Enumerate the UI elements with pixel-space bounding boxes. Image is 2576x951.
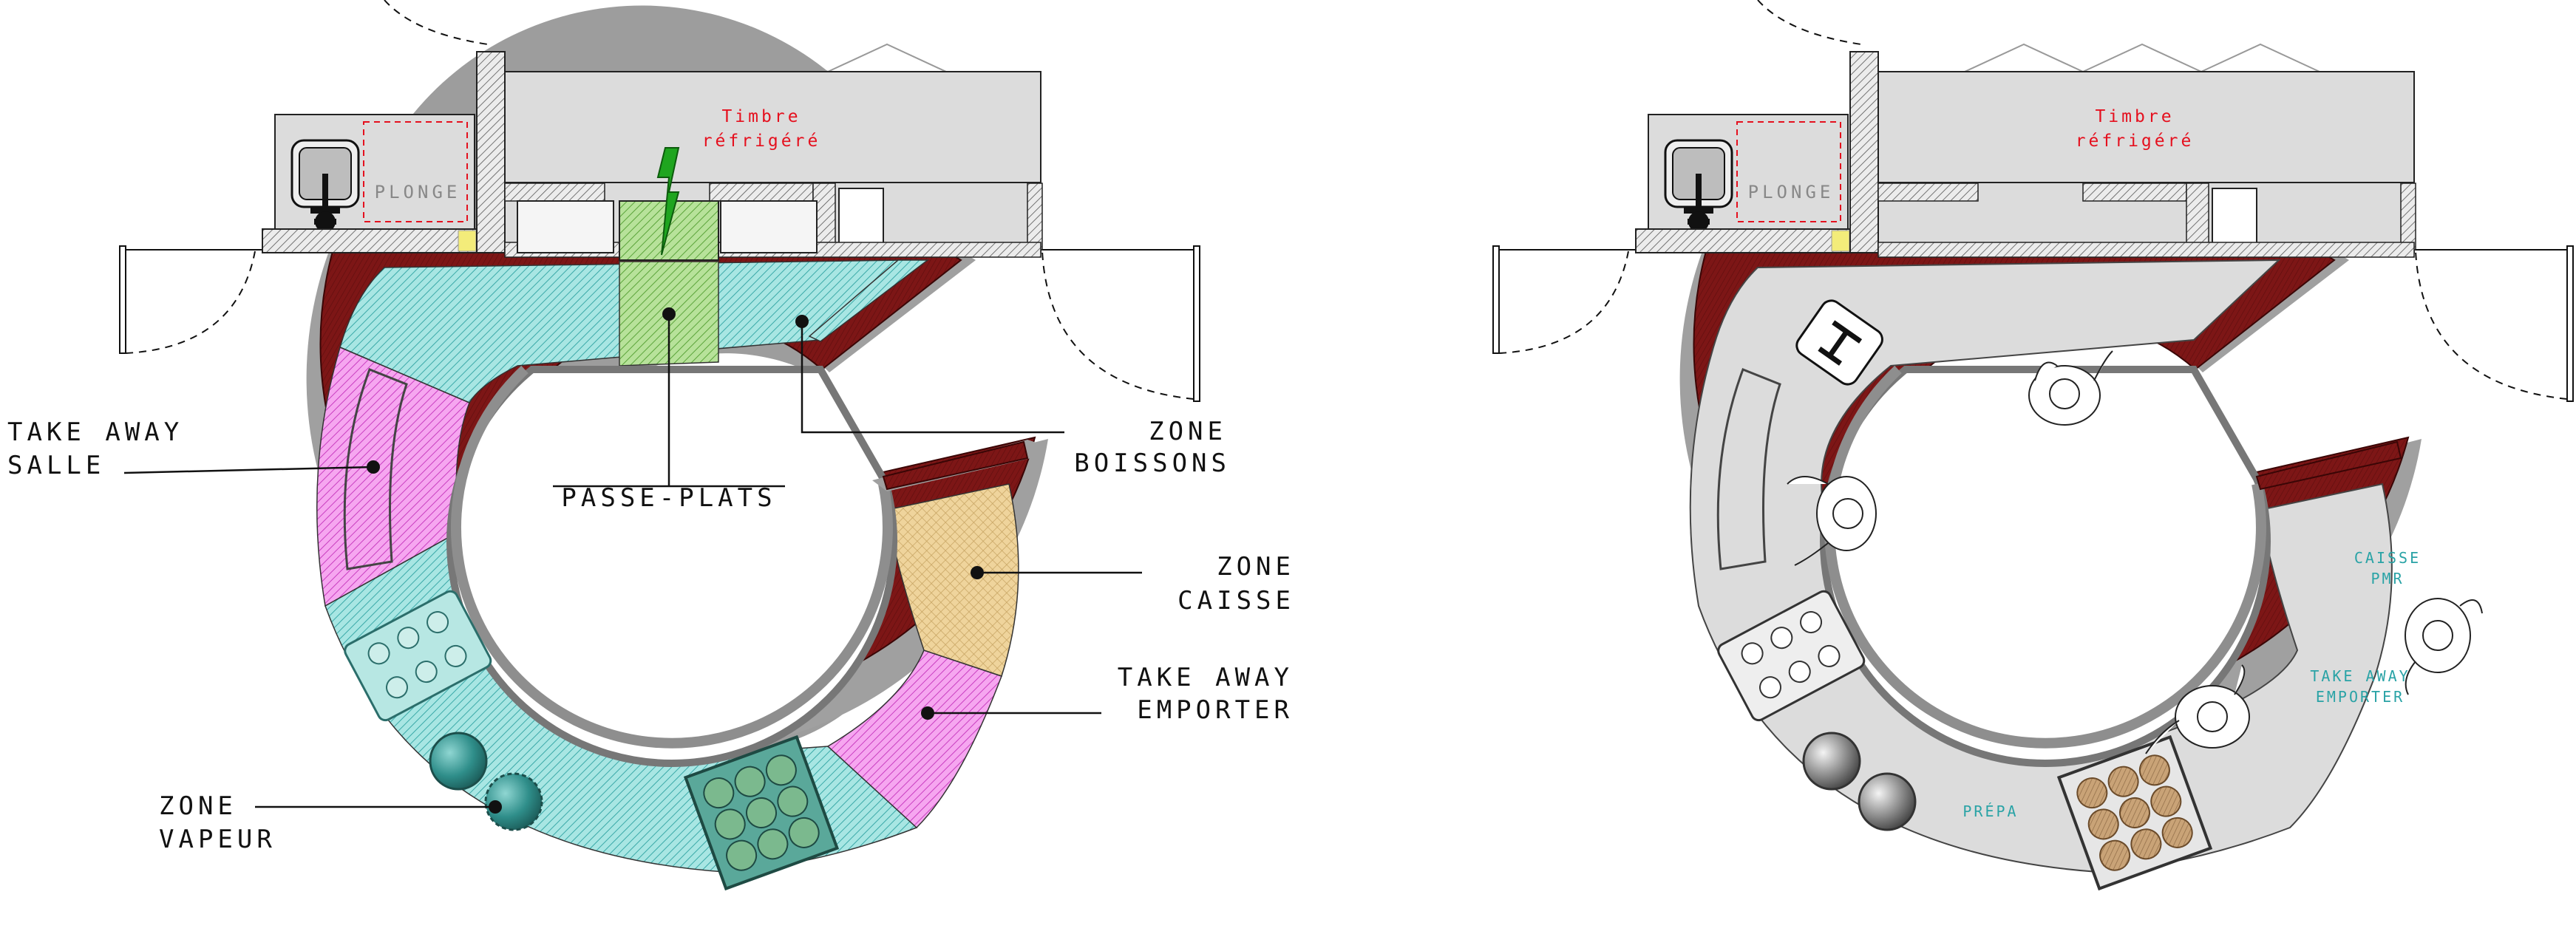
plan-right: Timbre réfrigéré PLONGE CAISSE PMR TAKE … xyxy=(1492,0,2574,891)
dumpling-basket-right xyxy=(2056,734,2213,891)
plan-left: Timbre réfrigéré PLONGE TAKE AWAY SALLE … xyxy=(7,0,1295,891)
label-take-away-emporter-1: TAKE AWAY xyxy=(1118,663,1294,692)
leader-dots xyxy=(367,307,984,814)
zone-caisse xyxy=(886,483,1019,677)
label-plonge: PLONGE xyxy=(375,182,461,202)
counter-inner-void xyxy=(446,366,898,767)
label-take-away-salle-2: SALLE xyxy=(7,451,105,480)
counter-inner-grey-edge xyxy=(450,365,893,749)
staff-4 xyxy=(2405,598,2483,695)
doors-right xyxy=(1492,0,2574,402)
label-caisse-pmr-1: CAISSE xyxy=(2354,549,2421,567)
vapeur-pot-2 xyxy=(484,772,543,831)
staff-3 xyxy=(2145,664,2250,754)
staff-2 xyxy=(1787,476,1877,566)
leader-lines xyxy=(123,314,1142,808)
door-left-swing xyxy=(119,0,1200,402)
staff-figures xyxy=(1787,350,2483,754)
zone-boissons-strip xyxy=(808,259,930,342)
label-zone-boissons-1: ZONE xyxy=(1149,417,1227,446)
label-zone-vapeur-2: VAPEUR xyxy=(159,825,276,854)
label-timbre-right-2: réfrigéré xyxy=(2076,132,2195,151)
vapeur-tray xyxy=(344,590,492,722)
counter-notch-red xyxy=(882,440,1029,491)
shelf-box-right xyxy=(1716,368,1781,570)
staff-1 xyxy=(2028,350,2113,426)
pot-right-1 xyxy=(1802,732,1861,791)
roof-sketch-right xyxy=(1964,43,2320,72)
back-kitchen xyxy=(262,51,1043,261)
label-zone-boissons-2: BOISSONS xyxy=(1074,449,1231,478)
label-take-away-emporter-right-2: EMPORTER xyxy=(2316,688,2405,706)
tray-right xyxy=(1717,590,1866,722)
label-take-away-emporter-2: EMPORTER xyxy=(1137,695,1294,725)
dumpling-basket xyxy=(683,734,840,891)
label-take-away-salle-1: TAKE AWAY xyxy=(7,417,183,447)
label-caisse-pmr-2: PMR xyxy=(2371,570,2404,587)
passe-plats-arrow xyxy=(656,147,680,256)
pot-right-2 xyxy=(1858,772,1917,831)
label-zone-vapeur-1: ZONE xyxy=(159,791,237,821)
label-zone-caisse-2: CAISSE xyxy=(1177,586,1295,616)
appliance-box xyxy=(1795,299,1883,386)
label-timbre-right-1: Timbre xyxy=(2095,107,2174,126)
label-prepa: PRÉPA xyxy=(1962,802,2018,820)
label-passe-plats: PASSE-PLATS xyxy=(561,483,776,513)
label-timbre-2: réfrigéré xyxy=(702,132,821,151)
label-take-away-emporter-right-1: TAKE AWAY xyxy=(2310,667,2410,685)
counter-notch-right-2 xyxy=(2255,440,2402,491)
label-timbre-1: Timbre xyxy=(721,107,801,126)
label-plonge-right: PLONGE xyxy=(1748,182,1835,202)
vapeur-pot-1 xyxy=(429,732,488,791)
back-kitchen-right xyxy=(1635,51,2416,258)
label-zone-caisse-1: ZONE xyxy=(1217,552,1295,582)
